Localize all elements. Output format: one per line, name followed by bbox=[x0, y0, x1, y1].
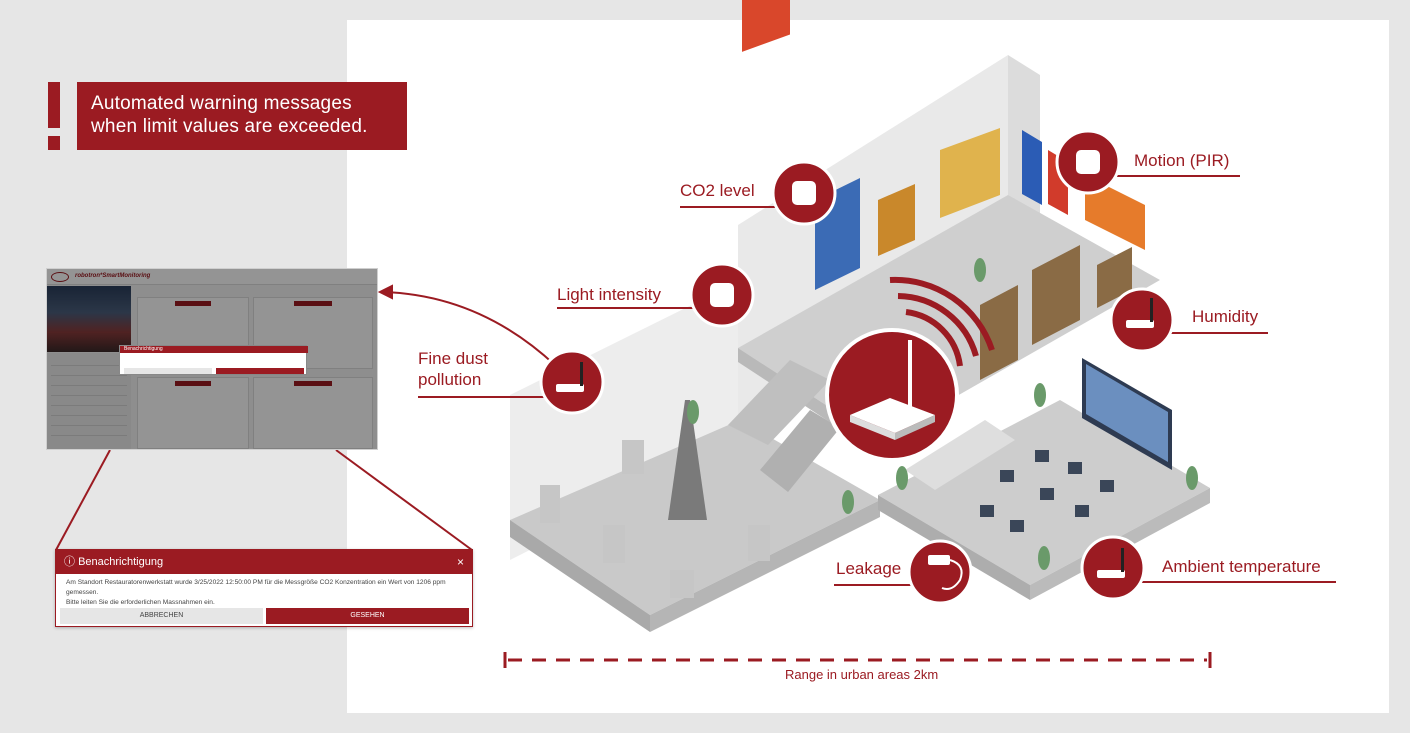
painting bbox=[878, 184, 915, 256]
label-leakage: Leakage bbox=[836, 559, 902, 578]
painting bbox=[1085, 175, 1145, 250]
list-item bbox=[51, 419, 127, 426]
dialog-instruction: Bitte leiten Sie die erforderlichen Mass… bbox=[66, 599, 215, 606]
mini-app-screenshot: robotron*SmartMonitoring Benachrichtigun… bbox=[46, 268, 378, 450]
pedestal bbox=[748, 525, 770, 561]
list-item bbox=[51, 409, 127, 416]
signal-waves-icon bbox=[889, 276, 995, 367]
notification-dialog: ⓘ Benachrichtigung × Am Standort Restaur… bbox=[55, 549, 473, 627]
painting bbox=[1022, 130, 1042, 205]
logo-icon bbox=[51, 272, 69, 282]
dialog-title: Benachrichtigung bbox=[78, 556, 164, 568]
mini-app-sidebar bbox=[47, 353, 131, 449]
dialog-header: ⓘ Benachrichtigung bbox=[56, 550, 472, 574]
sensor-markers bbox=[539, 129, 1175, 605]
cancel-button[interactable]: ABBRECHEN bbox=[60, 608, 263, 624]
label-temperature: Ambient temperature bbox=[1162, 557, 1321, 576]
painting bbox=[1032, 245, 1080, 345]
warning-line-1: Automated warning messages bbox=[91, 93, 352, 114]
gateway-icon bbox=[825, 328, 959, 462]
mini-cancel-button bbox=[124, 368, 212, 374]
list-item bbox=[51, 399, 127, 406]
seen-button[interactable]: GESEHEN bbox=[266, 608, 469, 624]
escalator bbox=[728, 360, 830, 445]
mini-app-brand: robotron*SmartMonitoring bbox=[75, 273, 151, 279]
warning-exclamation-icon bbox=[48, 82, 60, 128]
painting bbox=[980, 285, 1018, 380]
label-humidity: Humidity bbox=[1192, 307, 1259, 326]
pedestal bbox=[670, 570, 694, 598]
mini-app-photo bbox=[47, 286, 131, 352]
mini-chart-card bbox=[253, 377, 373, 449]
lower-wall bbox=[510, 282, 738, 560]
dialog-body: Am Standort Restauratorenwerkstatt wurde… bbox=[66, 578, 466, 608]
range-label: Range in urban areas 2km bbox=[785, 667, 939, 682]
warning-line-2: when limit values are exceeded. bbox=[91, 116, 368, 137]
pedestal bbox=[603, 525, 625, 563]
list-item bbox=[51, 369, 127, 376]
chairs bbox=[980, 450, 1114, 532]
pedestal bbox=[622, 440, 644, 474]
list-item bbox=[51, 359, 127, 366]
dialog-message: Am Standort Restauratorenwerkstatt wurde… bbox=[66, 579, 446, 596]
label-dust-line-2: pollution bbox=[418, 370, 482, 389]
list-item bbox=[51, 389, 127, 396]
stairs bbox=[905, 420, 1015, 490]
mini-seen-button bbox=[216, 368, 304, 374]
mini-notification-dialog: Benachrichtigung bbox=[119, 345, 308, 375]
mini-app-header: robotron*SmartMonitoring bbox=[47, 269, 377, 285]
warning-message-box: Automated warning messages when limit va… bbox=[77, 82, 407, 150]
label-light: Light intensity bbox=[557, 285, 661, 304]
mini-dialog-title: Benachrichtigung bbox=[120, 346, 308, 353]
warning-exclamation-dot bbox=[48, 136, 60, 150]
painting bbox=[1097, 247, 1132, 308]
plants bbox=[687, 258, 1198, 570]
label-co2: CO2 level bbox=[680, 181, 755, 200]
label-motion: Motion (PIR) bbox=[1134, 151, 1230, 170]
close-icon[interactable]: × bbox=[456, 555, 464, 569]
mini-chart-card bbox=[137, 377, 249, 449]
painting bbox=[940, 128, 1000, 218]
label-dust: Fine dust pollution bbox=[418, 348, 488, 390]
list-item bbox=[51, 429, 127, 436]
info-icon: ⓘ bbox=[64, 556, 79, 568]
eiffel-tower bbox=[668, 400, 707, 520]
painting bbox=[742, 0, 790, 52]
pedestal bbox=[540, 485, 560, 523]
list-item bbox=[51, 379, 127, 386]
label-dust-line-1: Fine dust bbox=[418, 349, 488, 368]
